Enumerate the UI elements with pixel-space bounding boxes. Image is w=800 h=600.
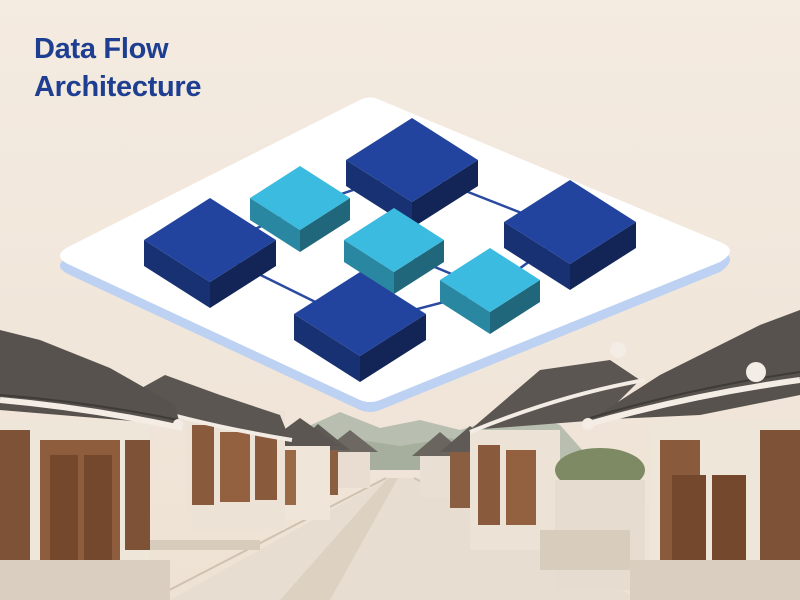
title-block: Data Flow Architecture xyxy=(34,30,202,106)
block-left-face xyxy=(294,314,360,382)
road xyxy=(170,478,640,600)
block-top-face xyxy=(344,208,444,272)
architecture-diagram xyxy=(60,97,730,412)
block-right-face xyxy=(210,240,276,308)
block-right-face xyxy=(570,222,636,290)
secondary-block xyxy=(250,166,350,252)
block-right-face xyxy=(394,240,444,294)
block-top-face xyxy=(504,180,636,264)
primary-block xyxy=(504,180,636,290)
right-village-houses xyxy=(412,310,800,600)
block-top-face xyxy=(144,198,276,282)
block-left-face xyxy=(440,280,490,334)
block-top-face xyxy=(250,166,350,230)
secondary-block xyxy=(344,208,444,294)
road-edge-left xyxy=(149,477,387,600)
block-left-face xyxy=(504,222,570,290)
left-village-houses xyxy=(0,330,378,600)
title-line-2: Architecture xyxy=(34,71,202,103)
block-right-face xyxy=(412,160,478,228)
primary-block xyxy=(144,198,276,308)
block-left-face xyxy=(344,240,394,294)
block-top-face xyxy=(440,248,540,312)
diagram-nodes xyxy=(144,118,636,382)
block-right-face xyxy=(360,314,426,382)
block-right-face xyxy=(490,280,540,334)
block-left-face xyxy=(250,198,300,252)
block-left-face xyxy=(144,240,210,308)
primary-block xyxy=(294,272,426,382)
block-top-face xyxy=(346,118,478,202)
title-line-1: Data Flow xyxy=(34,33,169,65)
block-top-face xyxy=(294,272,426,356)
road-stripe xyxy=(280,478,398,600)
block-right-face xyxy=(300,198,350,252)
secondary-block xyxy=(440,248,540,334)
